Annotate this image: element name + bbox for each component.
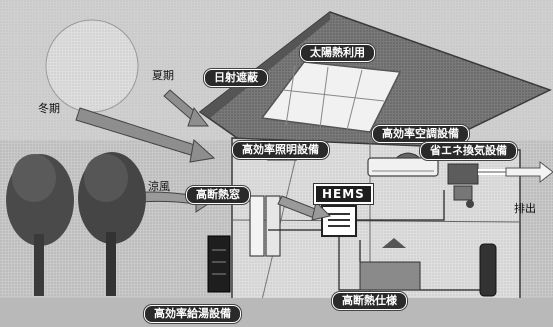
winter-label: 冬期: [38, 102, 60, 115]
solar-shading-label: 日射遮蔽: [204, 69, 268, 87]
insulation-spec-label: 高断熱仕様: [332, 292, 407, 310]
summer-label: 夏期: [152, 69, 174, 82]
exhaust-label: 排出: [514, 202, 536, 215]
summer-sun-arrow: [163, 89, 210, 127]
ventilation-icon: [447, 163, 479, 208]
ventilation-label: 省エネ換気設備: [420, 142, 517, 160]
hems-label: HEMS: [314, 184, 373, 204]
appliance: [359, 261, 421, 291]
winter-sun-arrow: [75, 107, 216, 163]
solar-heat-label: 太陽熱利用: [300, 44, 375, 62]
breeze-label: 涼風: [148, 180, 170, 193]
hems-monitor-icon: [321, 205, 357, 237]
sun-icon: [45, 19, 139, 113]
air-conditioner-icon: [367, 157, 439, 177]
water-heater-icon: [207, 235, 231, 293]
window-icon: [249, 195, 281, 257]
exhaust-arrow: [505, 160, 553, 184]
solar-panel-icon: [260, 61, 402, 133]
inner-air-arrow: [277, 195, 331, 221]
lighting-label: 高効率照明設備: [232, 141, 329, 159]
water-heater-label: 高効率給湯設備: [144, 305, 241, 323]
outdoor-unit-icon: [479, 243, 497, 297]
insulated-window-label: 高断熱窓: [186, 186, 250, 204]
tree-icon: [6, 152, 146, 296]
air-conditioning-label: 高効率空調設備: [372, 125, 469, 143]
